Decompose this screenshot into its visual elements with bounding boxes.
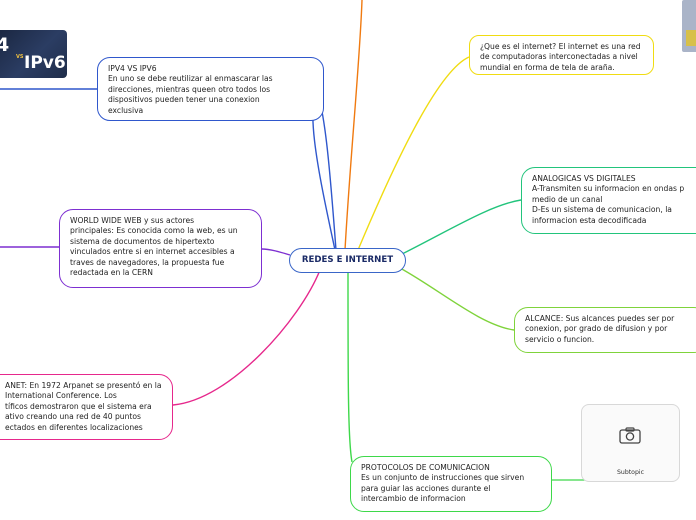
branch-alcance — [399, 267, 515, 331]
topic-ipv4-vs-ipv6[interactable]: IPV4 VS IPV6 En uno se debe reutilizar a… — [97, 57, 324, 121]
subtopic-label: Subtopic — [616, 469, 645, 476]
branch-top — [344, 0, 363, 251]
branch-protocolos — [347, 272, 353, 463]
topic-arpanet[interactable]: ANET: En 1972 Arpanet se presentó en la … — [0, 374, 173, 440]
ipv-image-vs: VS — [16, 54, 24, 60]
camera-icon — [619, 427, 641, 444]
branch-que — [357, 56, 470, 251]
top-right-image-accent — [686, 30, 696, 46]
ipv4-vs-ipv6-image: 4 VS IPv6 — [0, 30, 67, 78]
branch-www — [0, 246, 291, 256]
topic-protocolos[interactable]: PROTOCOLOS DE COMUNICACION Es un conjunt… — [350, 456, 552, 512]
topic-que-es-internet[interactable]: ¿Que es el internet? El internet es una … — [469, 35, 654, 75]
topic-world-wide-web[interactable]: WORLD WIDE WEB y sus actores principales… — [59, 209, 262, 288]
branch-analog — [399, 199, 522, 256]
central-topic[interactable]: REDES E INTERNET — [289, 248, 406, 273]
ipv-image-right: IPv6 — [24, 53, 66, 73]
subtopic-card[interactable]: Subtopic — [581, 404, 680, 482]
topic-analogicas-vs-digitales[interactable]: ANALOGICAS VS DIGITALES A-Transmiten su … — [521, 167, 696, 234]
branch-arpanet — [172, 269, 321, 406]
ipv-image-left: 4 — [0, 34, 10, 56]
topic-alcance[interactable]: ALCANCE: Sus alcances puedes ser por con… — [514, 307, 696, 353]
